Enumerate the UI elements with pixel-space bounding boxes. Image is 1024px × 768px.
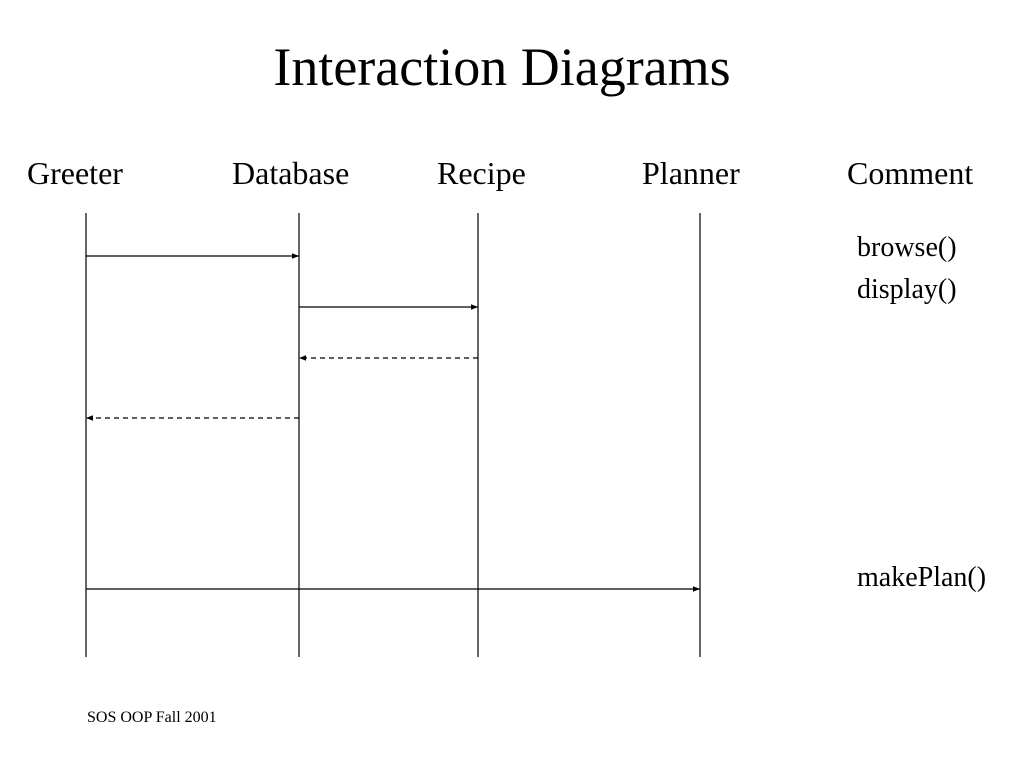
lifeline-label-greeter: Greeter [27, 155, 123, 191]
lifeline-label-database: Database [232, 155, 350, 191]
lifeline-label-planner: Planner [642, 155, 740, 191]
comment-makeplan: makePlan() [857, 562, 987, 593]
slide-title: Interaction Diagrams [273, 37, 731, 97]
slide-footer: SOS OOP Fall 2001 [87, 709, 217, 726]
comment-display: display() [857, 274, 957, 305]
lifeline-label-recipe: Recipe [437, 155, 526, 191]
comment-column-header: Comment [847, 155, 974, 191]
comment-browse: browse() [857, 232, 957, 263]
